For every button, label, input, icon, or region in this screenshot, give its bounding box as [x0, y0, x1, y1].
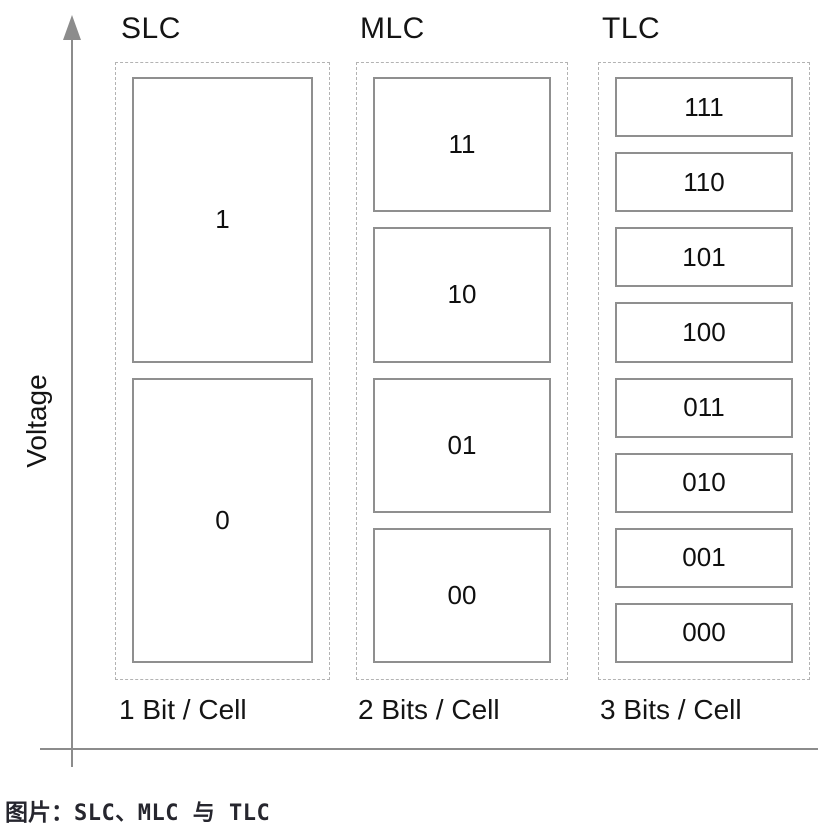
caption-text: SLC、MLC 与 TLC [74, 801, 271, 826]
cell-tlc-010: 010 [615, 452, 793, 513]
column-title-slc: SLC [121, 12, 181, 45]
column-container-slc: 1 0 [115, 62, 330, 680]
caption-prefix: 图片： [5, 799, 74, 825]
bits-label-slc: 1 Bit / Cell [119, 694, 247, 725]
cell-tlc-000: 000 [615, 602, 793, 663]
cell-slc-0: 0 [132, 377, 313, 663]
column-container-tlc: 111 110 101 100 011 010 001 000 [598, 62, 810, 680]
cell-tlc-011: 011 [615, 377, 793, 438]
y-axis-label: Voltage [21, 374, 52, 468]
column-title-mlc: MLC [360, 12, 425, 45]
cell-mlc-11: 11 [373, 77, 551, 213]
column-container-mlc: 11 10 01 00 [356, 62, 568, 680]
cell-slc-1: 1 [132, 77, 313, 363]
image-caption: 图片：SLC、MLC 与 TLC [5, 793, 270, 827]
y-axis-line [71, 34, 73, 767]
column-title-tlc: TLC [602, 12, 661, 45]
bits-label-mlc: 2 Bits / Cell [358, 694, 500, 725]
cell-mlc-01: 01 [373, 377, 551, 513]
cell-tlc-111: 111 [615, 77, 793, 138]
cell-mlc-00: 00 [373, 527, 551, 663]
cell-tlc-101: 101 [615, 227, 793, 288]
y-axis-arrow-icon [63, 15, 81, 40]
cell-tlc-110: 110 [615, 152, 793, 213]
x-axis-line [40, 748, 818, 750]
cell-tlc-001: 001 [615, 527, 793, 588]
cell-tlc-100: 100 [615, 302, 793, 363]
cell-mlc-10: 10 [373, 227, 551, 363]
bits-label-tlc: 3 Bits / Cell [600, 694, 742, 725]
